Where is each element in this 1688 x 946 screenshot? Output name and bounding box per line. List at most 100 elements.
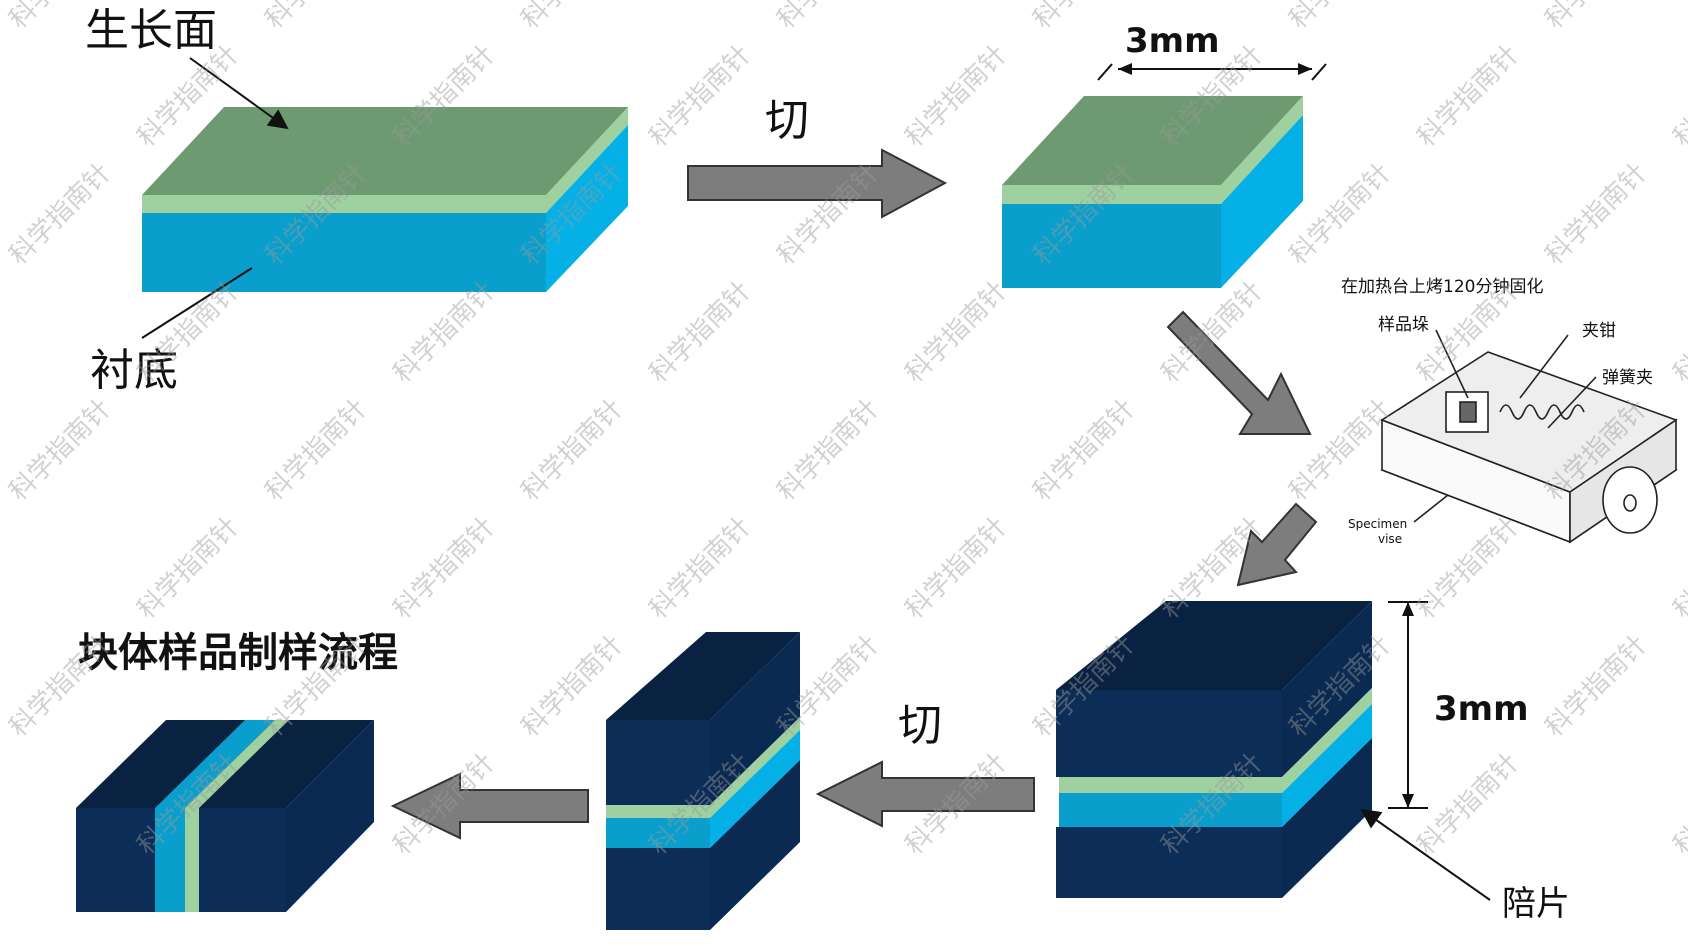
dummy-piece-label: 陪片 (1502, 884, 1570, 924)
watermark-text: 科学指南针 (1284, 0, 1397, 35)
dim-top-label: 3mm (1125, 21, 1220, 61)
stack-right-lower (1282, 738, 1372, 898)
watermark-text: 科学指南针 (516, 394, 629, 507)
slice-right-upper (710, 632, 800, 805)
cut-arrow-left (815, 760, 1035, 828)
vise-pointer-spring (1547, 376, 1597, 429)
piece-film-layer (1002, 185, 1221, 204)
watermark-text: 科学指南针 (1540, 158, 1653, 271)
vise-pointer-specimen (1413, 494, 1449, 523)
process-title: 块体样品制样流程 (78, 630, 398, 676)
watermark-text: 科学指南针 (516, 0, 629, 35)
stack-right-film (1282, 688, 1372, 793)
watermark-text: 科学指南针 (900, 40, 1013, 153)
watermark-text: 科学指南针 (388, 512, 501, 625)
watermark-text: 科学指南针 (1412, 40, 1525, 153)
final-top-substrate-stripe (155, 720, 275, 808)
substrate-pointer (141, 267, 253, 339)
growth-face-label: 生长面 (85, 5, 217, 56)
piece-substrate-side (1221, 115, 1303, 288)
watermark-text: 科学指南针 (1412, 748, 1525, 861)
clamp-label: 夹钳 (1582, 321, 1616, 341)
vertical-slice (606, 632, 800, 930)
arrow-to-vise (1166, 310, 1312, 435)
slice-film-front (606, 805, 710, 818)
final-front-right (199, 808, 286, 912)
wafer-film-side (546, 107, 628, 213)
watermark-text: 科学指南针 (900, 512, 1013, 625)
watermark-text: 科学指南针 (900, 276, 1013, 389)
piece-substrate-front (1002, 204, 1221, 288)
watermark-text: 科学指南针 (1668, 748, 1688, 861)
watermark-text: 科学指南针 (1028, 0, 1141, 35)
spring-clip-label: 弹簧夹 (1602, 368, 1653, 388)
watermark-text: 科学指南针 (260, 0, 373, 35)
final-front-film (185, 808, 199, 912)
watermark-text: 科学指南针 (1028, 394, 1141, 507)
watermark-text: 科学指南针 (4, 158, 117, 271)
slice-right-film (710, 717, 800, 818)
watermark-text: 科学指南针 (644, 512, 757, 625)
stack-right-substrate (1282, 704, 1372, 827)
watermark-text: 科学指南针 (1668, 276, 1688, 389)
slice-right-lower (710, 760, 800, 930)
cut-label-2: 切 (898, 700, 942, 751)
vise-pointer-stub (1435, 329, 1469, 399)
watermark-text: 科学指南针 (1412, 512, 1525, 625)
dim-tick-right (1311, 63, 1327, 81)
sample-stub-label: 样品垛 (1378, 315, 1429, 335)
vise-knob-hole (1623, 494, 1637, 512)
slice-right-substrate (710, 730, 800, 848)
vise-sample-stub-inner (1459, 401, 1477, 423)
final-right-face (286, 720, 374, 912)
vise-spring (1499, 404, 1585, 420)
heat-cure-label: 在加热台上烤120分钟固化 (1341, 277, 1543, 297)
watermark-text: 科学指南针 (1668, 512, 1688, 625)
cut-label-1: 切 (765, 95, 809, 146)
dummy-piece-pointer (1360, 808, 1491, 901)
slice-upper-front (606, 720, 710, 805)
specimen-vise-illustration (1380, 329, 1678, 544)
final-front-substrate (155, 808, 185, 912)
watermark-text: 科学指南针 (260, 394, 373, 507)
watermark-text: 科学指南针 (1540, 0, 1653, 35)
arrow-to-stack (1236, 502, 1318, 587)
stack-lower-dummy-front (1056, 827, 1282, 898)
watermark-text: 科学指南针 (1668, 40, 1688, 153)
final-top-film-stripe (185, 720, 289, 808)
cut-piece (1002, 96, 1303, 288)
watermark-text: 科学指南针 (132, 276, 245, 389)
final-block (76, 720, 374, 912)
dim-side-arrowhead-top (1402, 602, 1414, 616)
slice-lower-front (606, 848, 710, 930)
piece-top-face (1002, 96, 1303, 185)
wafer-film-layer (142, 195, 546, 213)
stack-film-front (1059, 777, 1282, 793)
watermark-text: 科学指南针 (132, 512, 245, 625)
dim-arrowhead-right (1298, 63, 1312, 75)
watermark-text: 科学指南针 (644, 276, 757, 389)
dim-tick-left (1097, 63, 1113, 81)
stack-right-upper (1282, 601, 1372, 777)
wafer-slab (142, 107, 628, 292)
wafer-substrate-side (546, 125, 628, 292)
piece-film-side (1221, 96, 1303, 204)
dim-arrowhead-left (1118, 63, 1132, 75)
watermark-text: 科学指南针 (4, 630, 117, 743)
vise-pointer-clamp (1519, 334, 1569, 399)
stack-upper-dummy-front (1056, 690, 1282, 777)
growth-face-pointer (189, 57, 289, 130)
watermark-text: 科学指南针 (644, 40, 757, 153)
final-front-left (76, 808, 155, 912)
watermark-text: 科学指南针 (388, 276, 501, 389)
slice-top-face (606, 632, 800, 720)
arrow-left-final (390, 772, 589, 840)
dim-side-arrowhead-bottom (1402, 794, 1414, 808)
stack-substrate-front (1059, 793, 1282, 827)
cut-arrow-right (687, 148, 948, 219)
watermark-text: 科学指南针 (772, 394, 885, 507)
wafer-substrate-front (142, 213, 546, 292)
watermark-text: 科学指南针 (772, 0, 885, 35)
